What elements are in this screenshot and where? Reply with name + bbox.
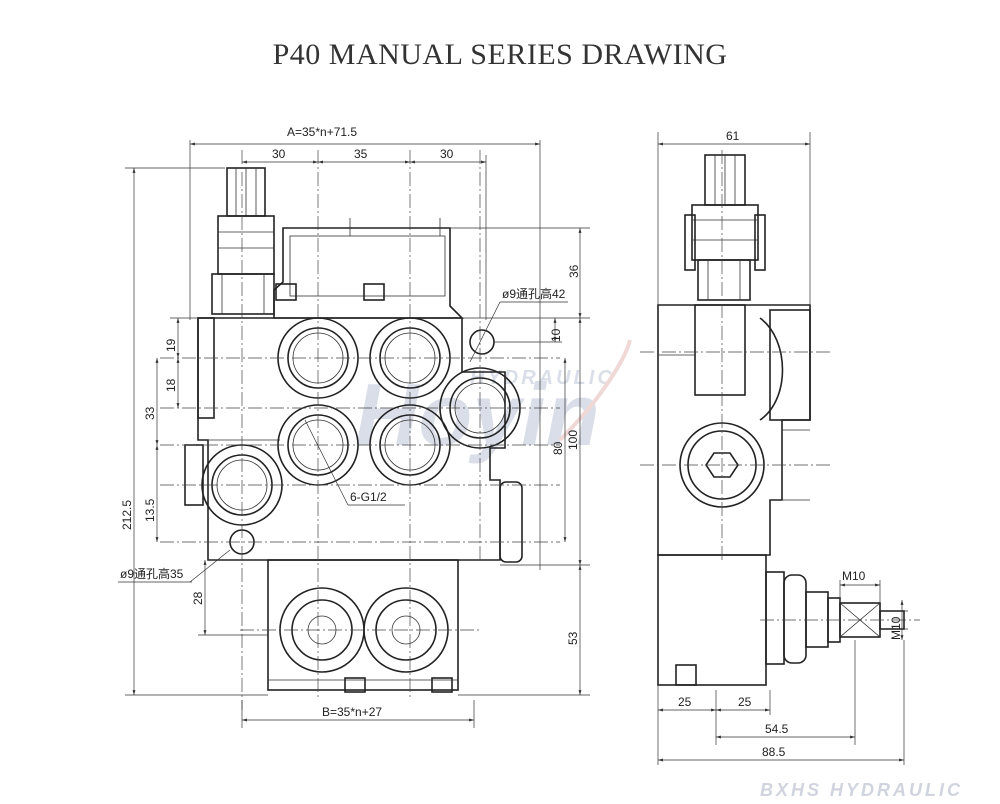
dim-port-33: 33 xyxy=(143,406,157,420)
side-dimensions: 61 M10 M10 25 25 54.5 88.5 xyxy=(657,129,908,765)
dim-bottom-53: 53 xyxy=(566,631,580,645)
dim-top-height: 36 xyxy=(567,264,581,278)
callout-hole-top: ø9通孔高42 xyxy=(502,286,566,301)
dim-port-13-5: 13.5 xyxy=(143,498,157,522)
dim-body-100: 100 xyxy=(566,430,580,450)
dim-side-25-right: 25 xyxy=(738,695,752,709)
dim-thread-b: M10 xyxy=(889,616,903,640)
dim-port-18: 18 xyxy=(164,378,178,392)
dim-lower-28: 28 xyxy=(191,591,205,605)
front-view: A=35*n+71.5 30 35 30 36 10 80 100 5 xyxy=(118,125,590,728)
dim-pitch-left: 30 xyxy=(272,147,286,161)
dim-overall-width: A=35*n+71.5 xyxy=(287,125,357,139)
dim-thread-a: M10 xyxy=(842,569,866,583)
dim-pitch-right: 30 xyxy=(440,147,454,161)
callout-ports: 6-G1/2 xyxy=(350,490,387,504)
dim-pitch-mid: 35 xyxy=(354,147,368,161)
dim-side-top-width: 61 xyxy=(726,129,740,143)
side-body xyxy=(657,304,811,556)
front-centerlines xyxy=(160,150,560,710)
dim-side-25-left: 25 xyxy=(678,695,692,709)
dim-overall-height: 212.5 xyxy=(120,500,134,530)
drawing-title: P40 MANUAL SERIES DRAWING xyxy=(272,38,728,71)
callout-hole-bottom: ø9通孔高35 xyxy=(120,566,184,581)
front-lower-section xyxy=(267,559,459,693)
front-handle xyxy=(211,167,275,315)
side-centerlines xyxy=(640,150,920,621)
watermark-footer: BXHS HYDRAULIC xyxy=(760,780,963,800)
side-view: 61 M10 M10 25 25 54.5 88.5 xyxy=(640,129,920,765)
side-lower-section xyxy=(657,554,905,686)
dim-hole-offset: 10 xyxy=(549,328,563,342)
dim-side-88-5: 88.5 xyxy=(762,745,786,759)
dim-base-width: B=35*n+27 xyxy=(322,705,382,719)
dim-side-54-5: 54.5 xyxy=(765,722,789,736)
dim-body-80: 80 xyxy=(551,441,565,455)
dim-port-19: 19 xyxy=(164,338,178,352)
front-dimensions: A=35*n+71.5 30 35 30 36 10 80 100 5 xyxy=(118,125,590,728)
mount-hole-top-icon xyxy=(469,329,495,355)
front-top-cap xyxy=(273,218,464,319)
watermark-swoosh-icon xyxy=(558,339,632,442)
side-handle xyxy=(684,154,766,301)
